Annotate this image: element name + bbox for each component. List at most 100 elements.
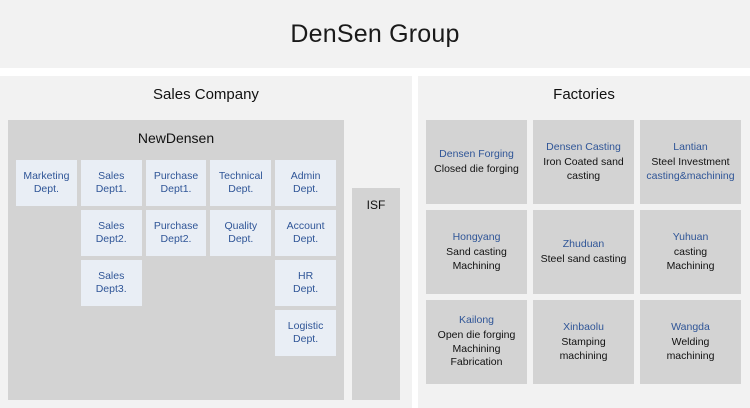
factory-desc-line: Steel sand casting [540, 252, 627, 265]
factory-desc-line: machining [666, 349, 715, 362]
dept-purchase-1[interactable]: Purchase Dept1. [145, 160, 207, 206]
factory-name: Densen Forging [439, 147, 514, 160]
factories-grid: Densen Forging Closed die forging Densen… [426, 120, 742, 384]
factory-xinbaolu[interactable]: Xinbaolu Stamping machining [533, 300, 634, 384]
dept-label-line2: Dept. [228, 183, 254, 195]
newdensen-heading: NewDensen [137, 130, 215, 146]
isf-label: ISF [366, 198, 386, 212]
dept-sales-3[interactable]: Sales Dept3. [80, 260, 142, 306]
isf-block[interactable]: ISF [352, 188, 400, 400]
factory-desc-line: Machining [452, 342, 501, 355]
dept-label-line1: Account [286, 220, 325, 233]
factory-yuhuan[interactable]: Yuhuan casting Machining [640, 210, 741, 294]
dept-label-line1: Admin [290, 170, 321, 183]
factory-lantian[interactable]: Lantian Steel Investment casting&machini… [640, 120, 741, 204]
department-row: Marketing Dept. Sales Dept1. Purchase De… [16, 160, 336, 206]
factory-description: casting Machining [667, 246, 715, 273]
dept-label-line2: Dept. [293, 183, 319, 195]
factory-description: Stamping machining [560, 336, 608, 363]
dept-label-line2: Dept. [228, 233, 254, 245]
dept-label-line1: Sales [98, 170, 125, 183]
dept-label-line1: Technical [218, 170, 263, 183]
factory-desc-line: Stamping [561, 335, 606, 348]
dept-label-line1: Purchase [153, 220, 199, 233]
dept-label-line2: Dept. [33, 183, 59, 195]
factories-panel: Factories Densen Forging Closed die forg… [418, 76, 750, 408]
dept-label-line1: Sales [98, 270, 125, 283]
factory-name: Hongyang [452, 230, 501, 243]
factory-name: Yuhuan [672, 230, 709, 243]
factory-description: Welding machining [667, 336, 715, 363]
factory-description: Sand casting Machining [446, 246, 507, 273]
dept-placeholder [81, 310, 142, 356]
dept-label-line2: Dept. [293, 283, 319, 295]
dept-label-line2: Dept3. [95, 283, 127, 295]
sales-company-panel: Sales Company NewDensen Marketing Dept. … [0, 76, 412, 408]
factory-description: Steel Investment casting&machining [646, 156, 734, 183]
dept-label-line2: Dept1. [95, 183, 127, 195]
dept-label-line1: Purchase [153, 170, 199, 183]
dept-technical[interactable]: Technical Dept. [210, 160, 272, 206]
dept-sales-2[interactable]: Sales Dept2. [80, 210, 142, 256]
dept-label-line2: Dept. [293, 233, 319, 245]
factory-zhuduan[interactable]: Zhuduan Steel sand casting [533, 210, 634, 294]
newdensen-block: NewDensen Marketing Dept. Sales Dept1. P… [8, 120, 344, 400]
factory-description: Iron Coated sand casting [543, 156, 624, 183]
factory-hongyang[interactable]: Hongyang Sand casting Machining [426, 210, 527, 294]
factory-desc-line: casting [566, 169, 601, 182]
dept-sales-1[interactable]: Sales Dept1. [80, 160, 142, 206]
factory-description: Open die forging Machining Fabrication [438, 329, 516, 370]
factory-name: Wangda [671, 320, 710, 333]
dept-marketing[interactable]: Marketing Dept. [16, 160, 77, 206]
dept-label-line1: Logistic [287, 320, 324, 333]
dept-label-line1: HR [298, 270, 314, 283]
factory-desc-line: casting [673, 245, 708, 258]
factory-desc-line: Fabrication [450, 356, 503, 369]
dept-label-line2: Dept. [293, 333, 319, 345]
factory-name: Zhuduan [562, 237, 605, 250]
factory-desc-line: Steel Investment [651, 155, 730, 168]
dept-label-line2: Dept1. [160, 183, 192, 195]
dept-placeholder [16, 210, 77, 256]
factory-description: Closed die forging [434, 163, 519, 177]
dept-quality[interactable]: Quality Dept. [210, 210, 272, 256]
dept-placeholder [16, 260, 77, 306]
dept-account[interactable]: Account Dept. [275, 210, 336, 256]
department-row: Sales Dept3. HR Dept. [16, 260, 336, 306]
dept-placeholder [210, 310, 271, 356]
factory-desc-line: Machining [452, 259, 501, 272]
factory-densen-forging[interactable]: Densen Forging Closed die forging [426, 120, 527, 204]
dept-label-line1: Quality [224, 220, 258, 233]
factory-name: Lantian [673, 140, 708, 153]
factory-name: Densen Casting [546, 140, 621, 153]
department-row: Sales Dept2. Purchase Dept2. Quality Dep… [16, 210, 336, 256]
dept-purchase-2[interactable]: Purchase Dept2. [145, 210, 207, 256]
factory-desc-line: Closed die forging [434, 162, 519, 175]
dept-admin[interactable]: Admin Dept. [275, 160, 336, 206]
sales-company-heading: Sales Company [153, 85, 259, 103]
factory-wangda[interactable]: Wangda Welding machining [640, 300, 741, 384]
factory-desc-line: Iron Coated sand [543, 155, 624, 168]
dept-placeholder [146, 260, 207, 306]
dept-placeholder [210, 260, 271, 306]
factory-desc-line: Sand casting [446, 245, 507, 258]
department-row: Logistic Dept. [16, 310, 336, 356]
dept-label-line1: Marketing [23, 170, 70, 183]
factory-desc-line: machining [559, 349, 608, 362]
factory-desc-line-accent: casting&machining [646, 169, 735, 182]
department-grid: Marketing Dept. Sales Dept1. Purchase De… [16, 160, 336, 360]
factories-heading: Factories [553, 85, 615, 103]
dept-logistic[interactable]: Logistic Dept. [275, 310, 336, 356]
dept-placeholder [146, 310, 207, 356]
factory-name: Xinbaolu [563, 320, 604, 333]
factory-description: Steel sand casting [541, 253, 627, 267]
factory-densen-casting[interactable]: Densen Casting Iron Coated sand casting [533, 120, 634, 204]
page-title: DenSen Group [290, 19, 460, 48]
factory-desc-line: Open die forging [437, 329, 516, 342]
dept-label-line2: Dept2. [160, 233, 192, 245]
dept-hr[interactable]: HR Dept. [275, 260, 336, 306]
factory-kailong[interactable]: Kailong Open die forging Machining Fabri… [426, 300, 527, 384]
dept-label-line1: Sales [98, 220, 125, 233]
factory-name: Kailong [458, 313, 495, 326]
